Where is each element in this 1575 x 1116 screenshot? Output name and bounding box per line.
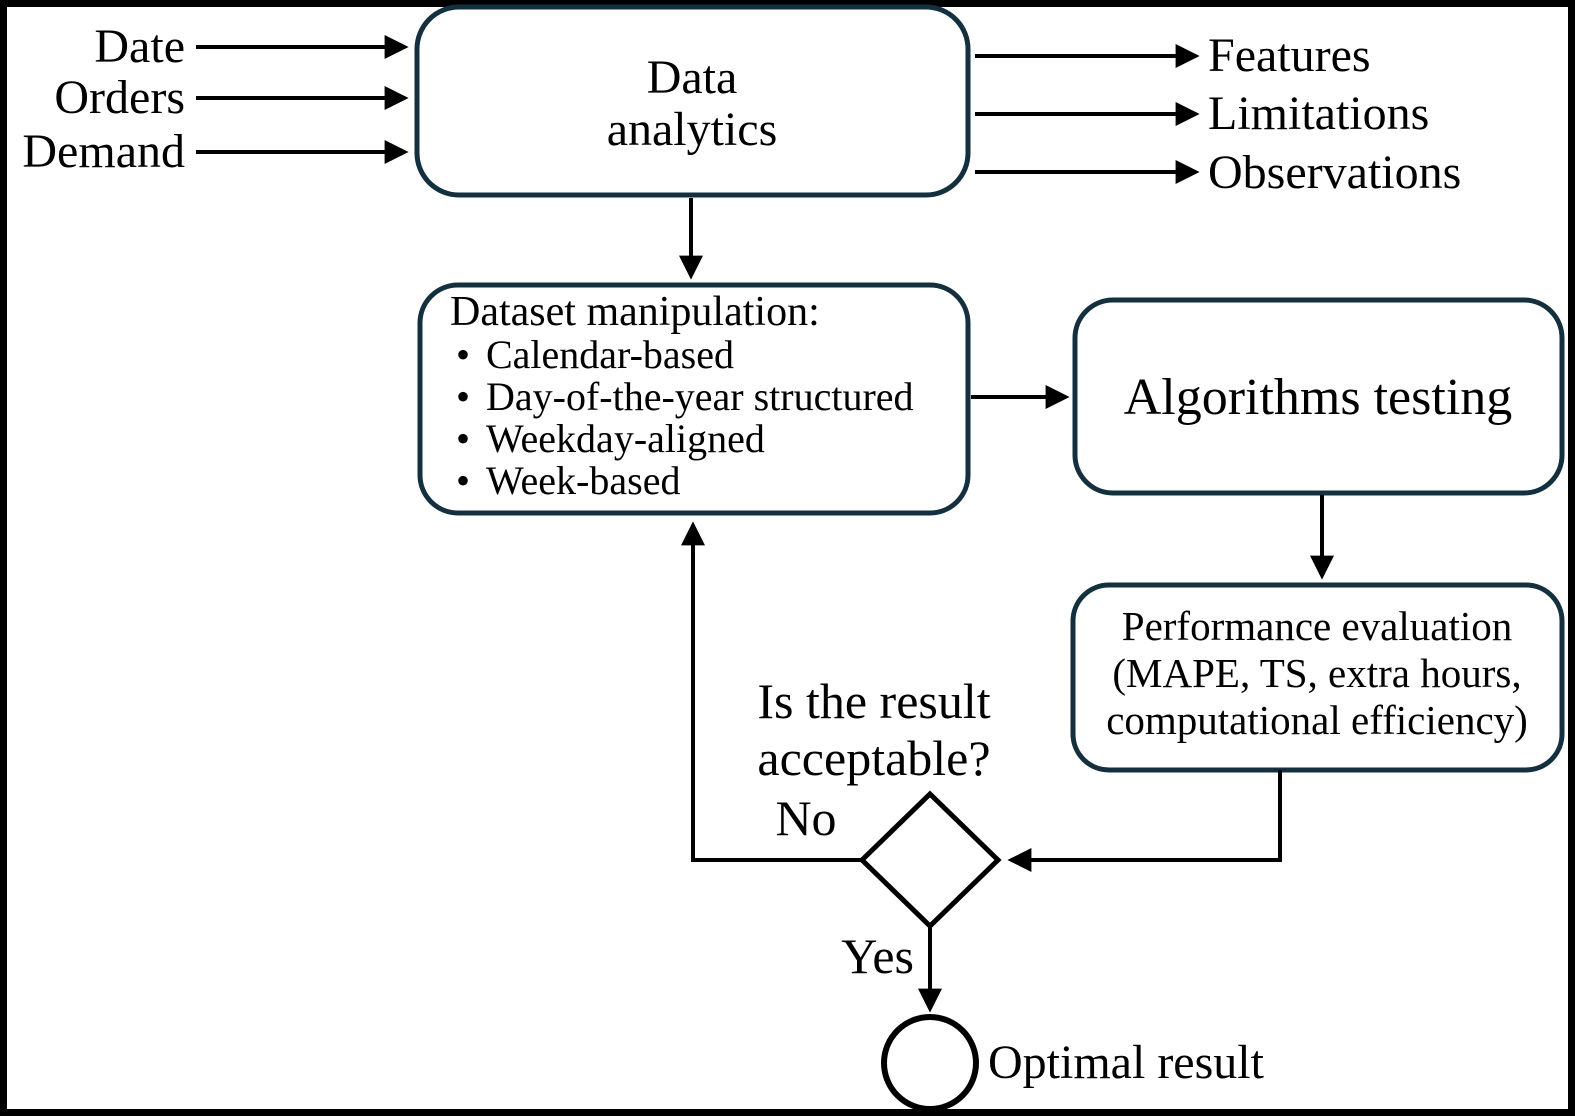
dataset-manipulation-title: Dataset manipulation:: [450, 289, 820, 335]
optimal-result-label: Optimal result: [988, 1036, 1265, 1089]
data-analytics-label-line1: Data: [647, 51, 738, 104]
node-performance-evaluation: [1070, 582, 1565, 773]
decision-no-label: No: [775, 790, 836, 846]
bullet-icon: •: [456, 332, 470, 377]
node-algorithms-testing: [1072, 297, 1565, 496]
decision-diamond: [858, 790, 1002, 930]
decision-question-line1: Is the result: [757, 673, 990, 729]
data-analytics-label-line2: analytics: [607, 103, 778, 156]
dataset-item-weekday-aligned: Weekday-aligned: [486, 416, 765, 461]
node-dataset-manipulation: [417, 282, 971, 516]
bullet-icon: •: [456, 416, 470, 461]
dataset-item-week-based: Week-based: [486, 458, 680, 503]
input-label-date: Date: [94, 20, 185, 73]
bullet-icon: •: [456, 374, 470, 419]
input-label-orders: Orders: [54, 71, 185, 124]
performance-evaluation-line1: Performance evaluation: [1122, 603, 1512, 649]
output-label-observations: Observations: [1208, 146, 1461, 199]
dataset-item-calendar-based: Calendar-based: [486, 332, 734, 377]
decision-yes-label: Yes: [841, 928, 914, 984]
decision-question-line2: acceptable?: [757, 730, 990, 786]
arrow-performance-to-decision: [1007, 770, 1282, 872]
input-label-demand: Demand: [22, 125, 185, 178]
dataset-item-day-of-year: Day-of-the-year structured: [486, 374, 914, 419]
performance-evaluation-line2: (MAPE, TS, extra hours,: [1112, 650, 1521, 696]
node-data-analytics: [414, 4, 971, 198]
output-label-limitations: Limitations: [1208, 87, 1429, 140]
performance-evaluation-line3: computational efficiency): [1106, 697, 1528, 743]
output-label-features: Features: [1208, 29, 1371, 82]
bullet-icon: •: [456, 458, 470, 503]
algorithms-testing-label: Algorithms testing: [1124, 369, 1513, 426]
arrow-no-feedback-to-dataset: [681, 521, 862, 862]
terminal-circle: [881, 1014, 979, 1112]
